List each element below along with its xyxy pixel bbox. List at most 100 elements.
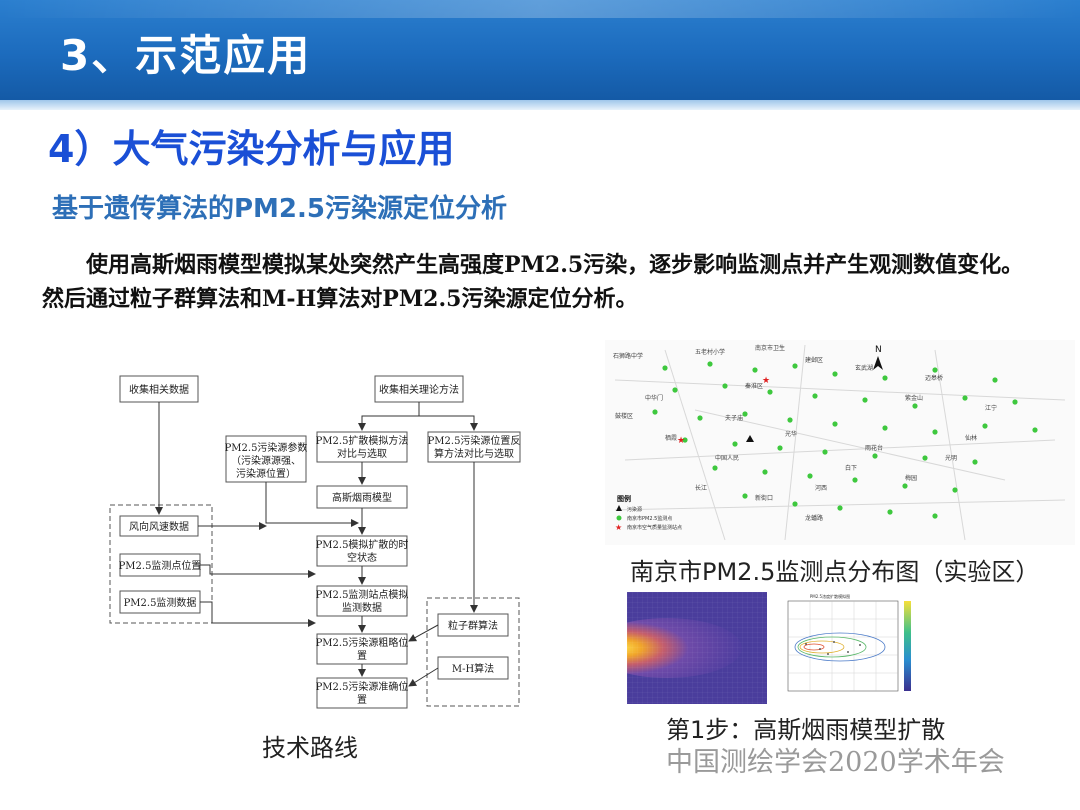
map-label: 中华门 — [645, 394, 663, 402]
map-label: 迈皋桥 — [925, 374, 943, 382]
station-marker — [872, 453, 878, 459]
node-spatiotemporal-l2: 空状态 — [347, 551, 377, 564]
station-marker — [787, 417, 793, 423]
station-marker — [712, 465, 718, 471]
node-gauss-model-label: 高斯烟雨模型 — [332, 491, 392, 504]
site-triangle-icon — [746, 435, 754, 442]
map-label: 玄武湖 — [855, 364, 873, 372]
contour-svg: PM2.5浓度扩散模拟图 — [770, 592, 920, 704]
subsection-title: 基于遗传算法的PM2.5污染源定位分析 — [52, 194, 507, 224]
input-data-group — [109, 504, 213, 624]
legend-item-2: 南京市空气质量监测站点 — [627, 524, 682, 531]
map-label: 石狮路中学 — [613, 352, 643, 360]
map-label: 仙林 — [965, 434, 977, 442]
station-marker — [932, 513, 938, 519]
node-locate-compare-l1: PM2.5污染源位置反 — [428, 434, 521, 447]
station-marker — [932, 429, 938, 435]
algorithm-group — [426, 597, 520, 707]
node-station-sim-l2: 监测数据 — [342, 601, 382, 614]
node-diffusion-compare-l2: 对比与选取 — [337, 447, 387, 460]
station-map-svg: N 石狮路中学五老村小学南京市卫生建邺区中华门秦淮区鼓楼区玄武湖紫金山江宁雨花台… — [613, 344, 1066, 541]
legend-item-0: 污染源 — [627, 506, 642, 513]
station-marker — [777, 445, 783, 451]
source-star-icon: ★ — [677, 436, 685, 446]
arrow-station-to-sim — [200, 564, 316, 578]
node-station-sim — [316, 585, 408, 617]
map-label: 梅园 — [905, 474, 917, 482]
station-marker — [807, 473, 813, 479]
node-monitor-data-label: PM2.5监测数据 — [124, 596, 197, 609]
node-spatiotemporal-l1: PM2.5模拟扩散的时 — [316, 538, 409, 551]
title-bar — [0, 0, 1080, 100]
map-label: 夫子庙 — [725, 414, 743, 422]
contour-title: PM2.5浓度扩散模拟图 — [810, 593, 850, 599]
station-marker — [742, 493, 748, 499]
description-paragraph: 使用高斯烟雨模型模拟某处突然产生高强度PM2.5污染，逐步影响监测点并产生观测数… — [42, 252, 1024, 312]
title-bar-shine — [0, 0, 1080, 18]
node-approx-pos-l2: 置 — [357, 650, 367, 662]
map-label: 建邺区 — [805, 356, 823, 364]
map-label: 雨花台 — [865, 444, 883, 452]
station-marker — [992, 377, 998, 383]
arrow-monitor-to-approx — [200, 601, 316, 627]
node-locate-compare-l2: 算方法对比与选取 — [434, 447, 514, 460]
contour-axes — [787, 600, 899, 692]
station-marker — [837, 505, 843, 511]
station-marker — [792, 501, 798, 507]
node-collect-theory-label: 收集相关理论方法 — [379, 383, 459, 396]
station-marker — [722, 383, 728, 389]
map-label: 光华 — [785, 430, 797, 438]
arrow-theory-to-diffusion — [358, 402, 420, 431]
station-marker — [662, 365, 668, 371]
map-label: 长江 — [695, 484, 707, 492]
station-marker — [922, 455, 928, 461]
node-station-sim-l1: PM2.5监测站点模拟 — [316, 588, 409, 601]
map-label: 鼓楼区 — [615, 412, 633, 420]
station-marker — [832, 371, 838, 377]
station-marker — [732, 441, 738, 447]
dispersion-contour-plot: PM2.5浓度扩散模拟图 — [770, 592, 920, 704]
station-marker — [852, 477, 858, 483]
node-source-params-l2: （污染源源强、 — [231, 454, 301, 467]
node-source-params-l3: 污染源位置） — [236, 467, 296, 480]
source-star-icon: ★ — [762, 376, 770, 386]
section-title: 4）大气污染分析与应用 — [48, 127, 455, 171]
map-label: 中国人民 — [715, 454, 739, 462]
node-collect-data — [119, 375, 199, 403]
arrow-theory-to-locate — [419, 415, 478, 431]
legend-station-icon — [616, 515, 622, 521]
colorbar — [904, 601, 911, 691]
station-marker — [792, 363, 798, 369]
station-marker — [767, 389, 773, 395]
station-marker — [672, 387, 678, 393]
slide-title: 3、示范应用 — [60, 31, 312, 80]
node-source-params-l1: PM2.5污染源参数 — [225, 441, 308, 454]
arrow-pso-to-approx — [408, 624, 439, 642]
legend-title: 图例 — [617, 494, 631, 503]
station-marker — [972, 459, 978, 465]
north-arrow-icon — [873, 356, 883, 370]
map-label: 五老村小学 — [695, 348, 725, 356]
heatmap-svg — [592, 592, 767, 704]
station-marker — [762, 469, 768, 475]
node-station-pos-label: PM2.5监测点位置 — [119, 559, 202, 572]
map-label: 龙蟠路 — [805, 514, 823, 522]
station-marker — [742, 411, 748, 417]
map-legend: 图例 污染源 南京市PM2.5监测点 ★ 南京市空气质量监测站点 — [615, 494, 682, 532]
station-marker — [862, 397, 868, 403]
station-marker — [887, 509, 893, 515]
node-diffusion-compare-l1: PM2.5扩散模拟方法 — [316, 434, 409, 447]
station-marker — [882, 375, 888, 381]
station-marker — [902, 483, 908, 489]
station-marker — [962, 395, 968, 401]
node-precise-pos-l2: 置 — [357, 694, 367, 706]
station-map: N 石狮路中学五老村小学南京市卫生建邺区中华门秦淮区鼓楼区玄武湖紫金山江宁雨花台… — [605, 340, 1075, 545]
flowchart-caption: 技术路线 — [262, 734, 358, 762]
station-marker — [1032, 427, 1038, 433]
technical-route-flowchart: 收集相关数据 收集相关理论方法 PM2.5污染源参数 （污染源源强、 污染源位置… — [109, 375, 521, 709]
map-label: 光明 — [945, 454, 957, 462]
conference-watermark: 中国测绘学会2020学术年会 — [666, 747, 1005, 778]
station-marker — [932, 367, 938, 373]
map-label: 新街口 — [755, 494, 773, 502]
map-label: 白下 — [845, 464, 857, 472]
